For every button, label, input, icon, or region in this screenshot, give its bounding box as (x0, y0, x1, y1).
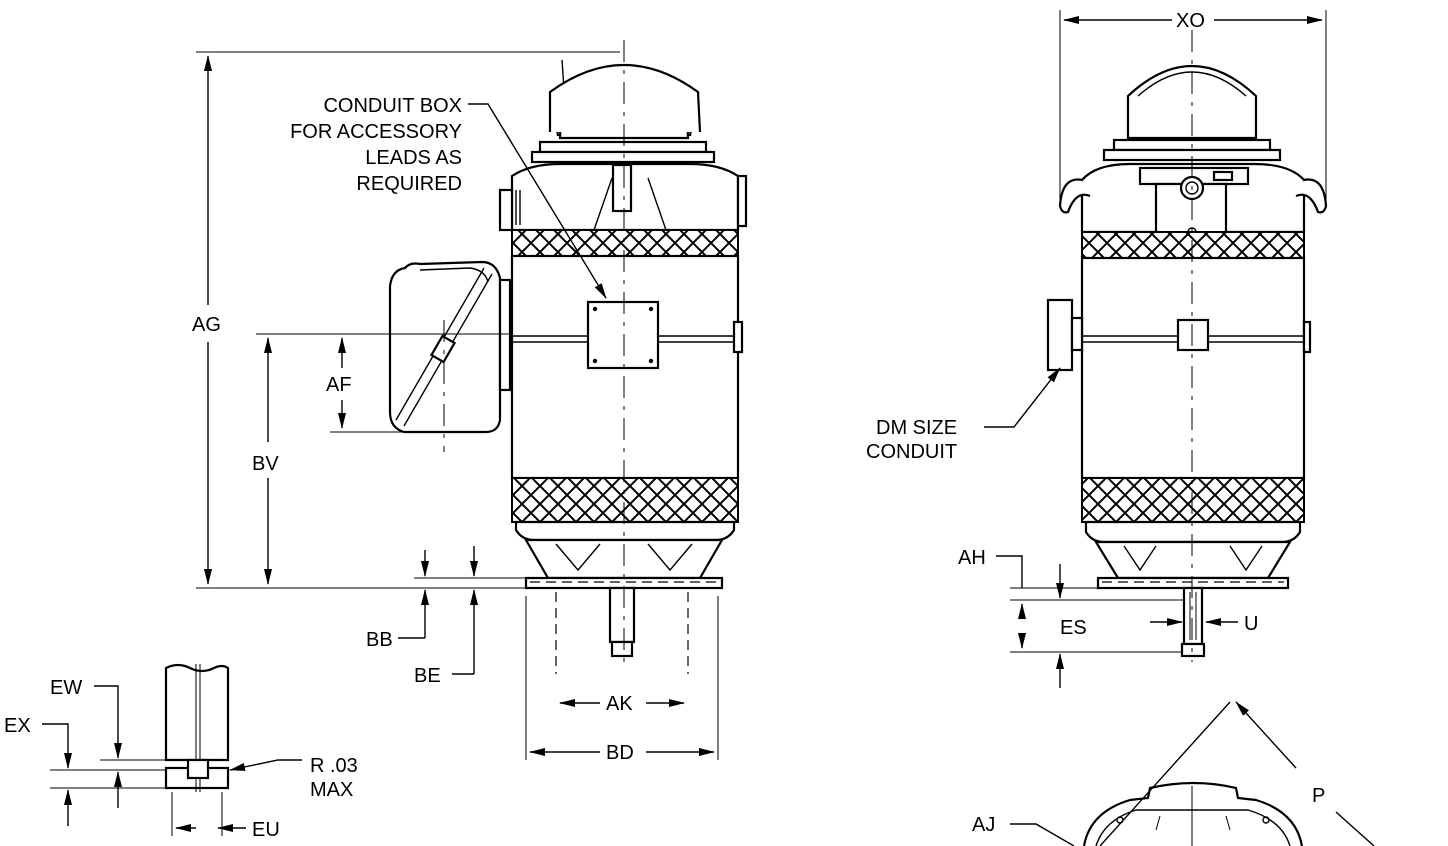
radius-line-1: R .03 (310, 755, 358, 777)
es-label: ES (1060, 617, 1087, 639)
ex-label: EX (4, 715, 31, 737)
aj-label: AJ (972, 814, 995, 836)
conduit-box-line-2: FOR ACCESSORY (290, 121, 462, 143)
af-label: AF (326, 374, 352, 396)
dm-line-2: CONDUIT (866, 441, 957, 463)
ew-label: EW (50, 677, 82, 699)
bd-label: BD (606, 742, 634, 764)
eu-label: EU (252, 819, 280, 841)
xo-label: XO (1176, 10, 1205, 32)
ak-label: AK (606, 693, 633, 715)
radius-line-2: MAX (310, 779, 353, 801)
conduit-box-line-3: LEADS AS (365, 147, 462, 169)
front-view: XO DM SIZE CONDUIT AH (866, 10, 1328, 688)
p-label: P (1312, 785, 1325, 807)
u-label: U (1244, 613, 1258, 635)
bb-label: BB (366, 629, 393, 651)
shaft-end-detail: EW EX R .03 MAX EU (4, 663, 358, 841)
be-label: BE (414, 665, 441, 687)
conduit-box-note: CONDUIT BOX FOR ACCESSORY LEADS AS REQUI… (290, 95, 607, 299)
side-view: AG BV AF CONDUIT BOX FOR ACCESSORY LEADS… (192, 40, 748, 764)
ah-label: AH (958, 547, 986, 569)
ag-label: AG (192, 314, 221, 336)
dm-line-1: DM SIZE (876, 417, 957, 439)
conduit-box-line-1: CONDUIT BOX (323, 95, 462, 117)
bv-label: BV (252, 453, 279, 475)
conduit-box-line-4: REQUIRED (356, 173, 462, 195)
flange-bottom-view: P AJ (972, 701, 1375, 846)
